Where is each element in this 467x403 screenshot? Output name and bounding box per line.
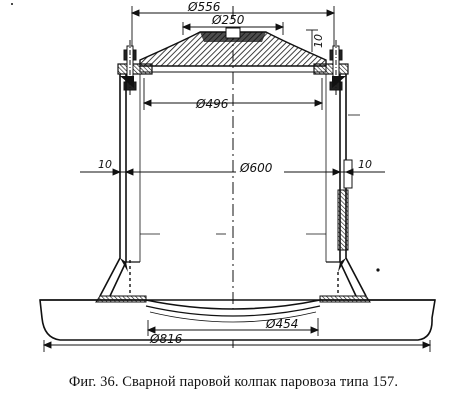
top-cover (139, 31, 327, 67)
base-curve-bottom (149, 311, 317, 323)
cover-opening (225, 27, 241, 39)
scan-dot-top (11, 3, 13, 5)
dim-600-bg (236, 161, 284, 175)
figure-caption: Фиг. 36. Сварной паровой колпак паровоза… (68, 374, 399, 390)
base-inner-curve (145, 305, 321, 317)
top-ring (139, 65, 327, 73)
dim-454-label: Ø454 (265, 317, 298, 331)
dim-250-line (181, 22, 285, 35)
dim-10-left-label: 10 (98, 158, 112, 171)
bolt-left (123, 40, 137, 96)
dim-10-right-label: 10 (358, 158, 372, 171)
dim-454-line (146, 318, 320, 336)
wall-left (99, 74, 127, 297)
weld-top-left (120, 76, 134, 88)
dim-10-top-line (306, 29, 318, 52)
weld-lower-right (338, 258, 346, 272)
weld-base-right (319, 295, 371, 303)
weld-base-left (95, 295, 147, 303)
dim-600-label: Ø600 (239, 161, 273, 175)
weld-lower-left (120, 258, 128, 272)
weld-top-right (332, 76, 346, 88)
dim-816-line (42, 340, 432, 352)
top-flange-right (313, 63, 349, 75)
dim-250-label: Ø250 (211, 13, 245, 27)
dim-496-line (142, 78, 324, 110)
base-plate (39, 299, 436, 341)
dim-10-top-label: 10 (312, 34, 325, 48)
dim-496-label: Ø496 (195, 97, 229, 111)
scan-dot (376, 268, 380, 272)
bolt-right (329, 40, 343, 96)
top-flange-left (117, 63, 153, 75)
dim-600-line (80, 168, 385, 176)
dim-816-label: Ø816 (149, 332, 183, 346)
side-plate (337, 189, 349, 251)
dim-556-label: Ø556 (187, 0, 221, 14)
